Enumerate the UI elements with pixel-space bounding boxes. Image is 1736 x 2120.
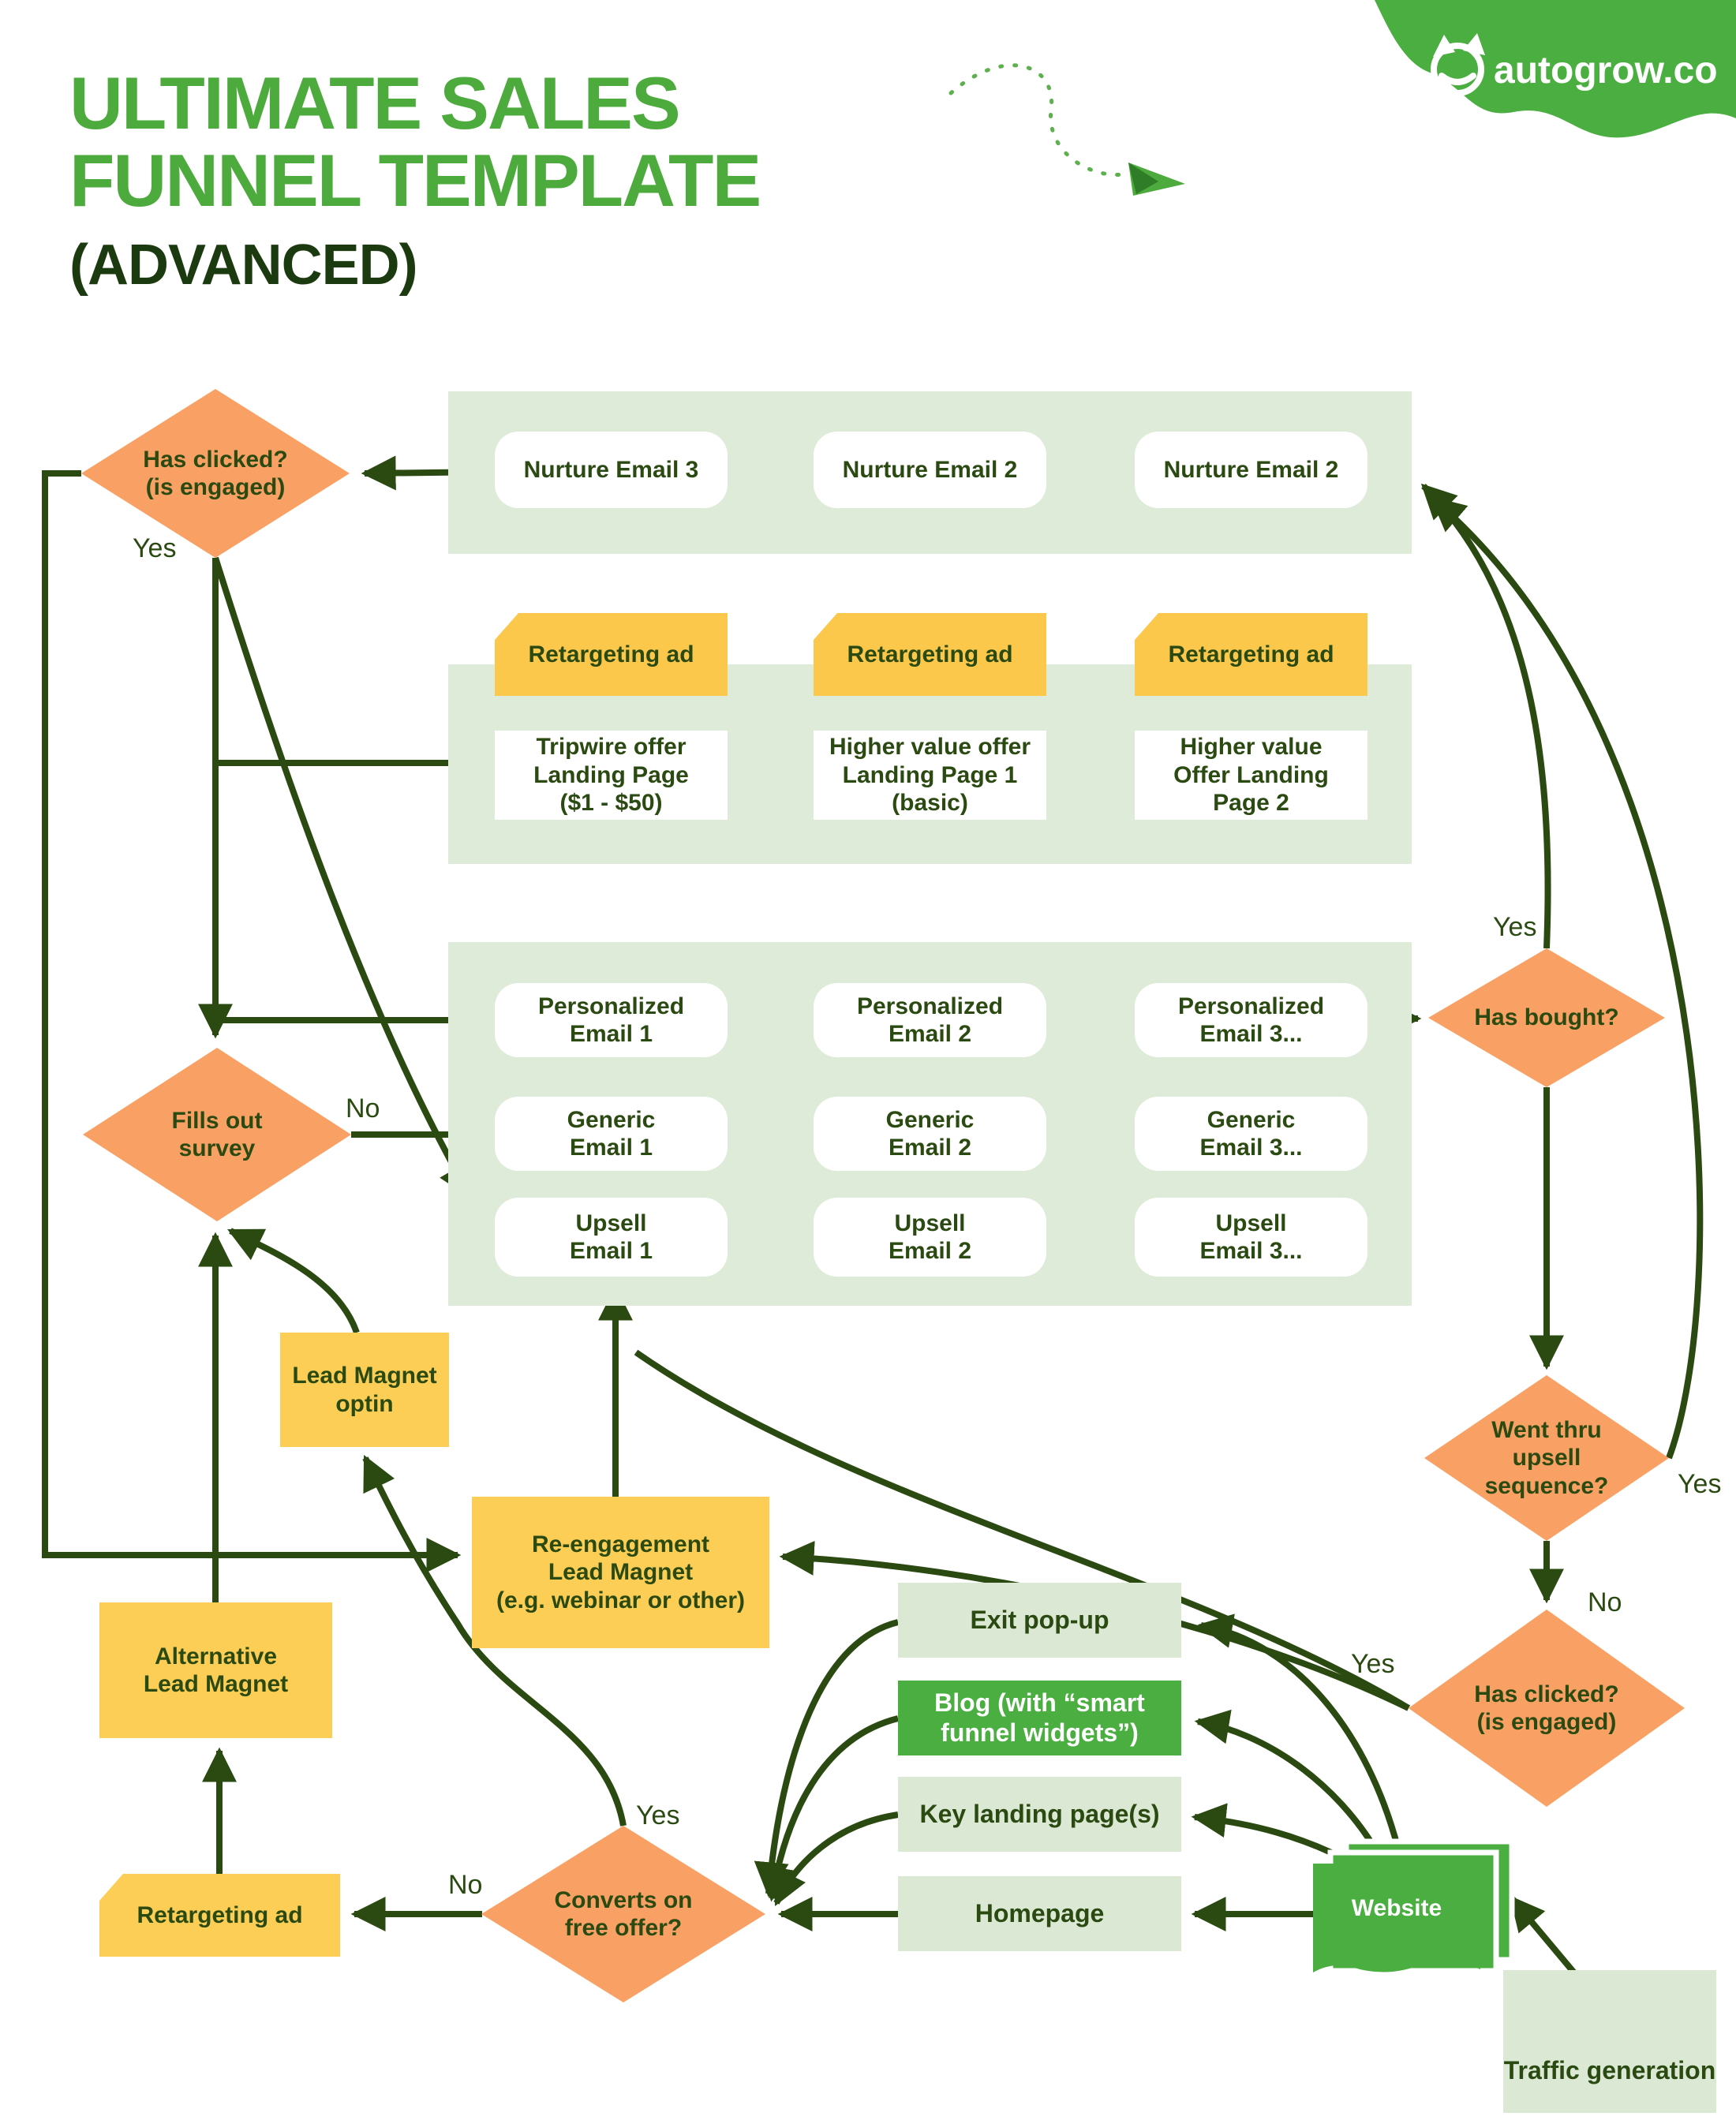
logo-blob <box>1375 0 1736 138</box>
edge-label-yes-has-bought: Yes <box>1493 912 1537 942</box>
node-blog: Blog (with “smart funnel widgets”) <box>898 1681 1181 1755</box>
edge-label-yes-converts: Yes <box>636 1800 680 1830</box>
node-website-label: Website <box>1351 1895 1442 1921</box>
node-personalized-3: Personalized Email 3... <box>1135 983 1367 1057</box>
edge-label-no-converts: No <box>448 1870 483 1900</box>
node-traffic-generation: Traffic generation <box>1503 1970 1716 2113</box>
edge-label-yes-went-thru: Yes <box>1678 1469 1722 1499</box>
node-higher-value-1: Higher value offer Landing Page 1 (basic… <box>814 731 1046 820</box>
mascot-icon <box>1431 33 1485 96</box>
edge-label-yes-top-has-clicked: Yes <box>133 533 177 563</box>
edge-label-yes-has-clicked-bottom: Yes <box>1351 1649 1395 1679</box>
node-nurture-email-3: Nurture Email 3 <box>495 432 728 508</box>
node-upsell-2: Upsell Email 2 <box>814 1198 1046 1277</box>
node-alternative-lead-magnet: Alternative Lead Magnet <box>99 1602 332 1738</box>
logo-text: autogrow.co <box>1494 50 1718 92</box>
node-upsell-3: Upsell Email 3... <box>1135 1198 1367 1277</box>
node-retargeting-ad-1: Retargeting ad <box>495 613 728 696</box>
doodle-dashed-path <box>948 63 1126 177</box>
node-nurture-email-2a: Nurture Email 2 <box>814 432 1046 508</box>
node-tripwire-offer: Tripwire offer Landing Page ($1 - $50) <box>495 731 728 820</box>
page-title-line3: (ADVANCED) <box>69 234 418 297</box>
node-generic-1: Generic Email 1 <box>495 1097 728 1171</box>
node-nurture-email-2b: Nurture Email 2 <box>1135 432 1367 508</box>
node-retargeting-ad-2: Retargeting ad <box>814 613 1046 696</box>
node-generic-2: Generic Email 2 <box>814 1097 1046 1171</box>
paper-plane-icon <box>1128 163 1185 196</box>
node-retargeting-ad-bottom: Retargeting ad <box>99 1874 340 1957</box>
edge-label-no-went-thru: No <box>1588 1587 1622 1617</box>
page-title-line1: ULTIMATE SALES <box>69 62 681 144</box>
node-generic-3: Generic Email 3... <box>1135 1097 1367 1171</box>
edge-label-no-fills-survey: No <box>346 1094 380 1124</box>
node-personalized-2: Personalized Email 2 <box>814 983 1046 1057</box>
node-retargeting-ad-3: Retargeting ad <box>1135 613 1367 696</box>
node-exit-popup: Exit pop-up <box>898 1583 1181 1658</box>
node-key-landing-pages: Key landing page(s) <box>898 1777 1181 1852</box>
node-upsell-1: Upsell Email 1 <box>495 1198 728 1277</box>
node-reengagement-lead-magnet: Re-engagement Lead Magnet (e.g. webinar … <box>472 1497 769 1648</box>
node-homepage: Homepage <box>898 1876 1181 1951</box>
node-personalized-1: Personalized Email 1 <box>495 983 728 1057</box>
node-higher-value-2: Higher value Offer Landing Page 2 <box>1135 731 1367 820</box>
page-title-line2: FUNNEL TEMPLATE <box>69 139 761 222</box>
node-lead-magnet-optin: Lead Magnet optin <box>280 1333 449 1447</box>
website-pages-icon <box>1313 1838 1515 1974</box>
